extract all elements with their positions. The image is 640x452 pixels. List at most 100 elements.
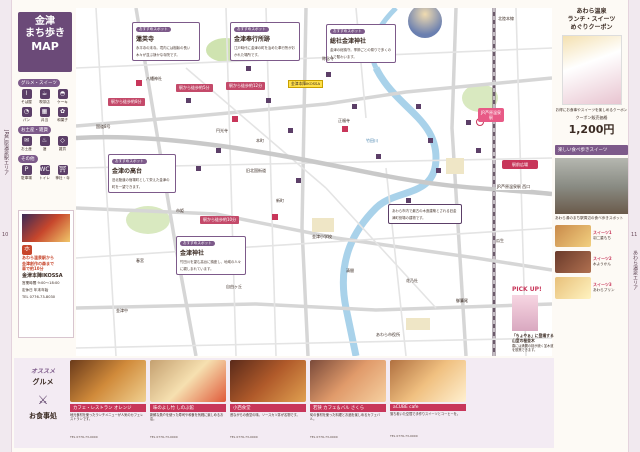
sweet-name: スイーツ1: [593, 230, 612, 236]
callout-kanazu-jinja[interactable]: おすすめスポット 金津神社 竹田川を望む高台に鎮座し、地域の人々に親しまれていま…: [176, 236, 246, 275]
gourmet-card[interactable]: 若狭 カフェ＆バル さくら旬の食材を使った料理とお酒を楽しめるカフェバル。TEL…: [310, 360, 386, 444]
right-panel: あわら温泉 ランチ・スイーツ めぐりクーポン お得にお食事やスイーツを楽しめるク…: [555, 8, 628, 448]
sweet-name: スイーツ3: [593, 282, 612, 288]
place-label: 自由ヶ丘: [226, 284, 242, 289]
title-line1: 金津: [35, 16, 55, 27]
gourmet-photo: [150, 360, 226, 402]
town-map[interactable]: おすすめスポット 蓮英寺 永平寺の末寺。境内には樹齢の長い木々が並ぶ静かな寺院で…: [76, 8, 552, 356]
legend-item-label: 弁当: [40, 118, 49, 122]
gourmet-title-en: オススメ: [30, 368, 55, 375]
callout-tag: おすすめスポット: [112, 159, 147, 164]
river-label: 竹田川: [366, 138, 378, 143]
place-label: 正福寺: [338, 118, 350, 123]
callout-takadai[interactable]: おすすめスポット 金津の高台 旧北陸道の宿場町として栄えた金津の町を一望できます…: [108, 154, 176, 193]
legend-item-label: 酒: [42, 147, 47, 151]
pickup-box: PICK UP! 「ちょやぁ」に登場する山室の桜並木 春には満開の桜が続く並木道…: [512, 286, 556, 353]
legend-section2: ✉お土産♨酒◇雑貨: [18, 136, 74, 152]
place-label: 瓜生: [496, 238, 504, 243]
callout-kanazu-souja[interactable]: おすすめスポット 総社金津神社 金津の総鎮守。季節ごとの祭りで多くの人で賑わいま…: [326, 24, 396, 63]
school-building: [312, 218, 334, 232]
gourmet-title-jp2: お食事処: [29, 412, 57, 420]
callout-tag: おすすめスポット: [234, 27, 269, 32]
hotel-name: 金津本陣IKOSSA: [22, 272, 63, 279]
bento-icon: ▦: [39, 107, 50, 117]
legend-item: ◔パン: [18, 107, 35, 123]
legend-item: ◓ケーキ: [54, 89, 71, 105]
gourmet-name: 若狭 カフェ＆バル さくら: [310, 404, 386, 412]
shrine-icon: ⛩: [57, 165, 68, 175]
hotel-detail-1: 営業時間 9:00〜18:00: [22, 281, 60, 285]
place-label: 市姫: [176, 208, 184, 213]
place-label: 八幡神社: [146, 76, 162, 81]
left-gutter-text: JR芦原温泉駅エリア: [3, 130, 9, 175]
callout-bugyosho[interactable]: おすすめスポット 金津奉行所跡 江戸時代に金津の町を治めた奉行所がおかれた場所で…: [230, 22, 300, 61]
legend-item-label: ケーキ: [57, 100, 68, 104]
legend-item-label: パン: [22, 118, 31, 122]
coupon-heading: あわら温泉 ランチ・スイーツ めぐりクーポン: [555, 8, 628, 32]
parking-icon: P: [21, 165, 32, 175]
callout-tag: おすすめスポット: [136, 27, 171, 32]
gourmet-photo: [310, 360, 386, 402]
gourmet-photo: [230, 360, 306, 402]
gourmet-meta: TEL 0776-73-0000: [310, 435, 338, 439]
callout-desc: 金津の総鎮守。季節ごとの祭りで多くの人で賑わいます。: [330, 48, 391, 59]
info-box-text: あわら市内で最古の木造建築とされる旧金津町役場の建物です。: [392, 209, 457, 220]
sweet-photo: [555, 251, 591, 273]
hotel-detail-2: 定休日 年末年始: [22, 288, 49, 292]
shop-markers: [186, 66, 481, 203]
gourmet-card[interactable]: 味のよし竹 しのぶ館新鮮な魚介を使った寿司や和食を気軽に楽しめるお店。TEL 0…: [150, 360, 226, 444]
legend-item-label: お土産: [21, 147, 32, 151]
coupon-head-3: めぐりクーポン: [570, 24, 613, 31]
callout-renkeiji[interactable]: おすすめスポット 蓮英寺 永平寺の末寺。境内には樹齢の長い木々が並ぶ静かな寺院で…: [132, 22, 200, 61]
gourmet-photo: [390, 360, 466, 402]
pan-icon: ◔: [21, 107, 32, 117]
cafe-icon: ☕: [39, 89, 50, 99]
river: [339, 66, 440, 356]
gift-icon: ✉: [21, 136, 32, 146]
callout-name: 金津神社: [180, 250, 205, 257]
gourmet-card[interactable]: カフェ・レストラン オレンジ地元食材を使ったランチメニューが人気のカフェレストラ…: [70, 360, 146, 444]
legend-section1-label: グルメ・スイーツ: [18, 79, 60, 87]
left-gutter: JR芦原温泉駅エリア 10: [0, 0, 12, 452]
gourmet-title: オススメ グルメ ⚔ お食事処: [20, 366, 66, 421]
place-label: 春宮: [136, 258, 144, 263]
road-label-2: 北陸本線: [498, 16, 514, 21]
coupon-price-label: クーポン販売価格: [575, 115, 608, 120]
kiosk-ikossa-label[interactable]: 金津本陣IKOSSA: [288, 80, 324, 88]
stroll-heading: 楽しい食べ歩きスイーツ: [555, 145, 628, 155]
place-label: 金津中: [116, 308, 128, 313]
legend-item-label: 喫茶店: [39, 100, 50, 104]
place-label: 称念寺: [322, 56, 334, 61]
title-line2: まち歩き: [25, 28, 65, 39]
callout-desc: 竹田川を望む高台に鎮座し、地域の人々に親しまれています。: [180, 260, 242, 271]
right-gutter-text: あわら温泉エリア: [632, 250, 638, 290]
hotel-detail-3: TEL 0776-73-8030: [22, 295, 56, 299]
gourmet-desc: 落ち着いた空間で手作りスイーツとコーヒーを。: [390, 412, 461, 416]
left-page-number: 10: [2, 232, 9, 238]
coupon-photo: [561, 35, 622, 105]
place-label: 新町: [276, 198, 284, 203]
legend-item: ♨酒: [36, 136, 53, 152]
map-legend: グルメ・スイーツ ⌇そば屋☕喫茶店◓ケーキ◔パン▦弁当✿和菓子 お土産・雑貨 ✉…: [18, 76, 74, 208]
legend-item-label: 神社・寺: [55, 176, 70, 180]
gourmet-desc: 新鮮な魚介を使った寿司や和食を気軽に楽しめるお店。: [150, 413, 224, 422]
gourmet-desc: 地元食材を使ったランチメニューが人気のカフェレストランです。: [70, 413, 144, 422]
map-title: 金津 まち歩き MAP: [18, 12, 72, 72]
coupon-head-1: あわら温泉: [576, 8, 607, 15]
toilet-icon: WC: [39, 165, 50, 175]
gourmet-card[interactable]: 小西食堂昔ながらの食堂の味。ソースカツ丼が名物です。TEL 0776-73-00…: [230, 360, 306, 444]
hotel-promo-3: 車で約10分: [22, 266, 44, 271]
callout-name: 金津の高台: [112, 168, 143, 175]
goods-icon: ◇: [57, 136, 68, 146]
hotel-promo-2: 金津創作の森まで: [22, 260, 54, 266]
gourmet-section: オススメ グルメ ⚔ お食事処 カフェ・レストラン オレンジ地元食材を使ったラン…: [14, 358, 554, 448]
sweet-photo: [555, 225, 591, 247]
legend-item: ✿和菓子: [54, 107, 71, 123]
coupon-price: 1,200円: [568, 123, 615, 136]
sake-icon: ♨: [39, 136, 50, 146]
